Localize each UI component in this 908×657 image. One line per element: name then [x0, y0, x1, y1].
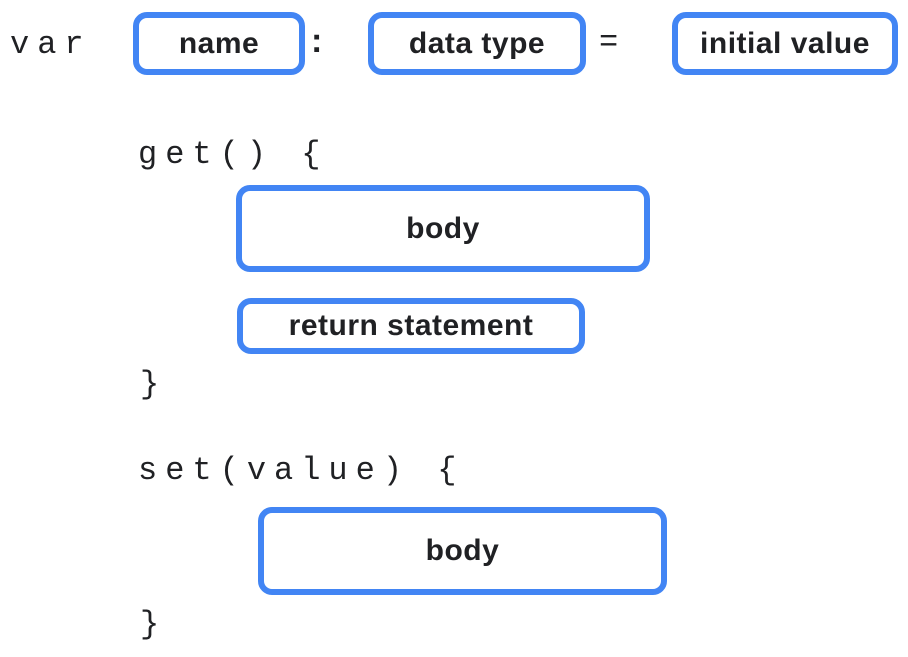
data-type-placeholder-label: data type [408, 26, 546, 60]
setter-open-code: set(value) { [138, 452, 465, 489]
name-placeholder-label: name [178, 26, 260, 60]
equals-sign: = [599, 24, 627, 61]
getter-body-placeholder-box: body [236, 185, 650, 272]
initial-value-placeholder-box: initial value [672, 12, 898, 75]
return-statement-placeholder-box: return statement [237, 298, 585, 354]
getter-open-code: get() { [138, 136, 329, 173]
name-placeholder-box: name [133, 12, 305, 75]
data-type-placeholder-box: data type [368, 12, 586, 75]
initial-value-placeholder-label: initial value [700, 26, 870, 60]
getter-close-brace: } [140, 366, 168, 403]
getter-body-placeholder-label: body [406, 211, 480, 245]
return-statement-placeholder-label: return statement [288, 309, 534, 342]
setter-body-placeholder-label: body [425, 534, 500, 567]
setter-body-placeholder-box: body [258, 507, 667, 595]
colon-separator: : [311, 22, 323, 60]
var-keyword: var [10, 26, 92, 63]
setter-close-brace: } [140, 606, 168, 643]
